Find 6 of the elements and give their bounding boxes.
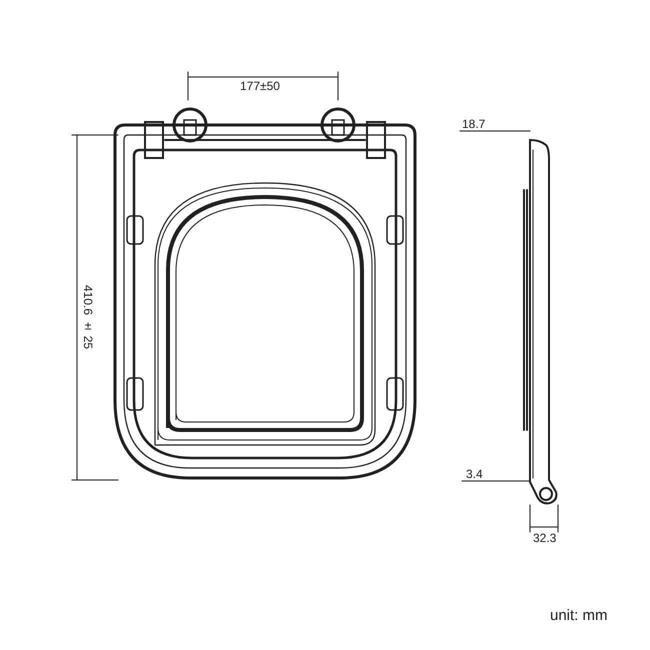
- dimension-label: 32.3: [533, 531, 556, 545]
- dimension-label: 18.7: [462, 117, 486, 131]
- dimension-label: 410.6 ± 25: [81, 285, 95, 350]
- dimension-label: 3.4: [466, 467, 483, 481]
- dimension-label: 177±50: [240, 79, 280, 93]
- unit-note: unit: mm: [550, 609, 608, 623]
